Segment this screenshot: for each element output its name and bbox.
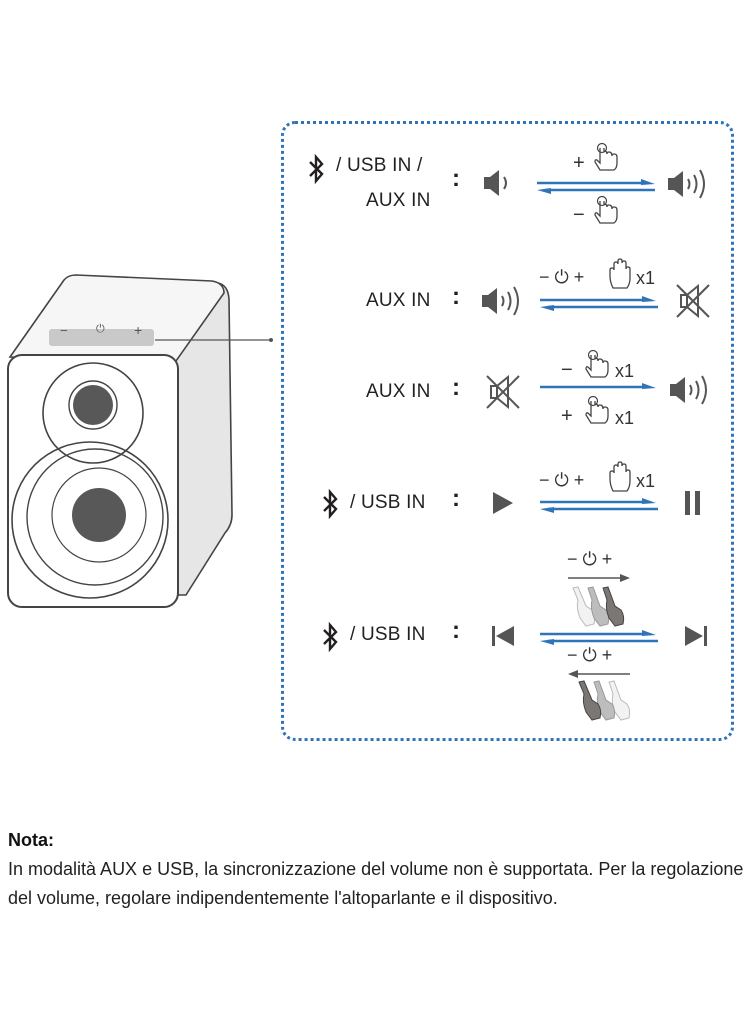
swipe-left-hands-icon	[578, 680, 631, 721]
row2-separator: :	[452, 283, 460, 310]
tap-hand-icon	[594, 195, 618, 224]
bluetooth-icon	[309, 153, 324, 185]
row1-arrows	[537, 179, 655, 194]
mute-icon	[486, 374, 520, 410]
bluetooth-icon	[323, 621, 338, 653]
row3-plus-label: +	[561, 405, 573, 427]
tap-hand-icon	[585, 395, 609, 424]
row4-arrows	[540, 498, 658, 513]
speaker-side	[174, 282, 233, 596]
mute-icon	[676, 283, 710, 319]
row4-count: x1	[636, 471, 656, 491]
row2-source: AUX IN	[366, 290, 431, 311]
row5-top-combo: − ⏻ +	[567, 549, 613, 569]
control-strip	[49, 329, 154, 346]
row2-arrows	[540, 296, 658, 311]
row5-bottom-combo: − ⏻ +	[567, 645, 613, 665]
row5-separator: :	[452, 617, 460, 644]
speaker-plus-button[interactable]: +	[134, 322, 143, 338]
woofer	[72, 488, 126, 542]
row5-source: / USB IN	[350, 624, 426, 645]
volume-high-icon	[670, 375, 707, 405]
row2-count: x1	[636, 268, 656, 288]
play-icon	[493, 492, 513, 514]
row3-separator: :	[452, 374, 460, 401]
volume-high-icon	[668, 169, 705, 199]
row4-separator: :	[452, 485, 460, 512]
controls-panel	[281, 121, 734, 741]
bluetooth-icon	[323, 488, 338, 520]
row3-arrow	[540, 383, 656, 389]
row1-source-line1: / USB IN /	[336, 155, 423, 176]
previous-track-icon	[492, 626, 514, 646]
note-title: Nota:	[8, 830, 54, 850]
next-track-icon	[685, 626, 707, 646]
row3-minus-label: −	[561, 359, 573, 381]
swipe-right-hands-icon	[572, 586, 625, 627]
palm-hand-icon	[609, 461, 631, 492]
row1-minus-label: −	[573, 204, 585, 226]
swipe-right-arrow	[568, 574, 630, 582]
pause-icon	[685, 491, 700, 515]
row1-plus-label: +	[573, 152, 585, 174]
tap-hand-icon	[594, 142, 618, 171]
tap-hand-icon	[585, 349, 609, 378]
row4-button-combo: − ⏻ +	[539, 470, 585, 490]
row4-source: / USB IN	[350, 492, 426, 513]
row3-top-count: x1	[615, 361, 635, 381]
volume-high-icon	[482, 286, 519, 316]
note-text: In modalità AUX e USB, la sincronizzazio…	[8, 859, 744, 908]
speaker-illustration	[7, 274, 273, 608]
speaker-minus-button[interactable]: −	[60, 323, 68, 338]
tweeter	[73, 385, 113, 425]
palm-hand-icon	[609, 258, 631, 289]
row2-button-combo: − ⏻ +	[539, 267, 585, 287]
row3-bottom-count: x1	[615, 408, 635, 428]
row5-arrows	[540, 630, 658, 645]
volume-low-icon	[484, 170, 507, 196]
swipe-left-arrow	[568, 670, 630, 678]
row1-source-line2: AUX IN	[366, 190, 431, 211]
speaker-power-button[interactable]: ⏻	[96, 323, 105, 335]
row1-separator: :	[452, 165, 460, 192]
row3-source: AUX IN	[366, 381, 431, 402]
